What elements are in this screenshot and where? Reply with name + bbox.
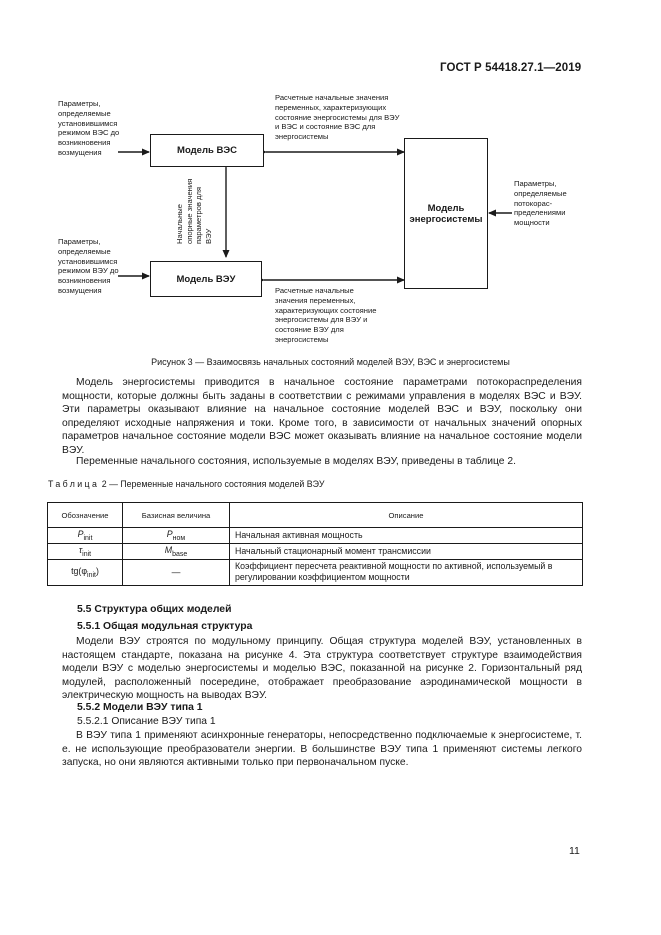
section-5-5-heading: 5.5 Структура общих моделей (77, 604, 232, 615)
table-header-row: Обозначение Базисная величина Описание (47, 502, 583, 528)
page-number: 11 (569, 845, 580, 857)
variables-table: Обозначение Базисная величина Описание P… (47, 502, 583, 586)
table-title: Таблица 2 — Переменные начального состоя… (48, 479, 324, 489)
cell-base: — (122, 558, 230, 586)
figure-caption: Рисунок 3 — Взаимосвязь начальных состоя… (151, 357, 510, 367)
wtu-model-box: Модель ВЭУ (150, 261, 262, 297)
cell-description: Начальная активная мощность (229, 527, 583, 544)
section-5-5-2-1-heading: 5.5.2.1 Описание ВЭУ типа 1 (77, 716, 216, 727)
col-header-base: Базисная величина (122, 502, 230, 528)
cell-symbol: Pinit (47, 527, 123, 544)
grid-model-box: Модель энергосистемы (404, 138, 488, 289)
cell-symbol: τinit (47, 542, 123, 560)
cell-description: Начальный стационарный момент трансмисси… (229, 542, 583, 560)
cell-base: Pном (122, 527, 230, 544)
col-header-description: Описание (229, 502, 583, 528)
document-number: ГОСТ Р 54418.27.1—2019 (440, 62, 582, 74)
cell-base: Mbase (122, 542, 230, 560)
section-5-5-2-1-text: В ВЭУ типа 1 применяют асинхронные генер… (62, 730, 582, 769)
diagram-arrows (118, 148, 512, 284)
paragraph-table-ref: Переменные начального состояния, использ… (76, 456, 516, 467)
wtu-model-label: Модель ВЭУ (176, 273, 236, 285)
table-title-text: 2 — Переменные начального состояния моде… (99, 479, 325, 489)
table-title-prefix: Таблица (48, 479, 100, 489)
table-row: τinit Mbase Начальный стационарный момен… (47, 542, 583, 560)
section-5-5-2-heading: 5.5.2 Модели ВЭУ типа 1 (77, 702, 203, 713)
paragraph-grid-model: Модель энергосистемы приводится в началь… (62, 377, 582, 456)
table-row: Pinit Pном Начальная активная мощность (47, 527, 583, 544)
col-header-symbol: Обозначение (47, 502, 123, 528)
grid-model-label-line2: энергосистемы (409, 213, 483, 225)
grid-model-label-line1: Модель (427, 202, 465, 214)
cell-symbol: tg(φinit) (47, 558, 123, 586)
section-5-5-1-heading: 5.5.1 Общая модульная структура (77, 621, 253, 632)
table-row: tg(φinit) — Коэффициент пересчета реакти… (47, 558, 583, 586)
wps-model-label: Модель ВЭС (177, 145, 237, 156)
cell-description: Коэффициент пересчета реактивной мощност… (229, 558, 583, 586)
section-5-5-1-text: Модели ВЭУ строятся по модульному принци… (62, 636, 582, 702)
far-right-text: Параметры,определяемые потокорас-пределе… (514, 179, 567, 228)
wps-model-box: Модель ВЭС (150, 134, 264, 167)
